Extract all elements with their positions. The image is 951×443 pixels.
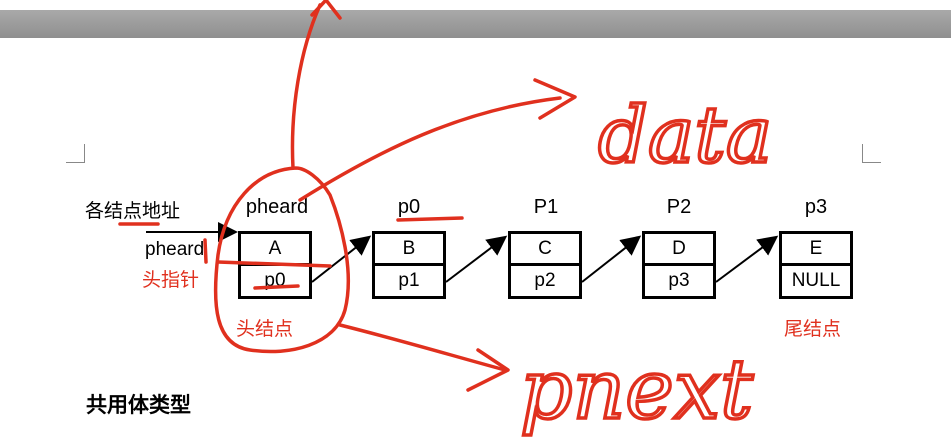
node-next-cell: NULL <box>791 270 841 291</box>
list-node-3: D p3 <box>642 231 716 299</box>
page-corner-mark-right <box>862 144 881 163</box>
head-side-mark <box>203 238 208 264</box>
node-data-cell: E <box>782 234 850 266</box>
link-arrow-3 <box>715 235 779 283</box>
link-arrow-0 <box>311 235 372 283</box>
node-address-4: p3 <box>804 196 828 218</box>
page-corner-mark-left <box>66 144 85 163</box>
up-arrow-head <box>310 0 342 20</box>
tail-node-caption: 尾结点 <box>784 319 842 340</box>
head-pointer-caption: 头指针 <box>142 270 200 291</box>
data-arrow-head <box>533 78 577 120</box>
node-address-3: P2 <box>666 196 692 218</box>
link-arrow-1 <box>445 235 508 283</box>
handwritten-pnext: pnext <box>520 343 754 438</box>
pnext-arrow-head <box>466 348 510 392</box>
head-node-caption: 头结点 <box>236 319 294 340</box>
node-data-cell: C <box>511 234 579 266</box>
node-data-cell: B <box>375 234 443 266</box>
list-node-1: B p1 <box>372 231 446 299</box>
data-arrow <box>298 96 562 202</box>
node-data-cell: D <box>645 234 713 266</box>
underline-p0-address <box>396 216 464 222</box>
head-node-loop <box>213 166 350 354</box>
list-node-2: C p2 <box>508 231 582 299</box>
underline-head-next <box>253 284 300 290</box>
handwritten-data: data <box>598 91 772 181</box>
section-title: 共用体类型 <box>86 394 191 417</box>
node-address-2: P1 <box>533 196 559 218</box>
node-next-cell: p2 <box>534 270 556 291</box>
window-title-bar <box>0 10 951 38</box>
pnext-arrow <box>338 323 507 372</box>
head-pointer-label: pheard <box>145 239 205 260</box>
node-address-0: pheard <box>245 196 309 218</box>
node-address-1: p0 <box>397 196 421 218</box>
node-next-cell: p3 <box>668 270 690 291</box>
list-node-4: E NULL <box>779 231 853 299</box>
strike-head-data <box>216 260 332 268</box>
node-next-cell: p1 <box>398 270 420 291</box>
address-caption: 各结点地址 <box>85 201 181 222</box>
link-arrow-2 <box>581 235 642 283</box>
up-arrow <box>290 3 322 170</box>
